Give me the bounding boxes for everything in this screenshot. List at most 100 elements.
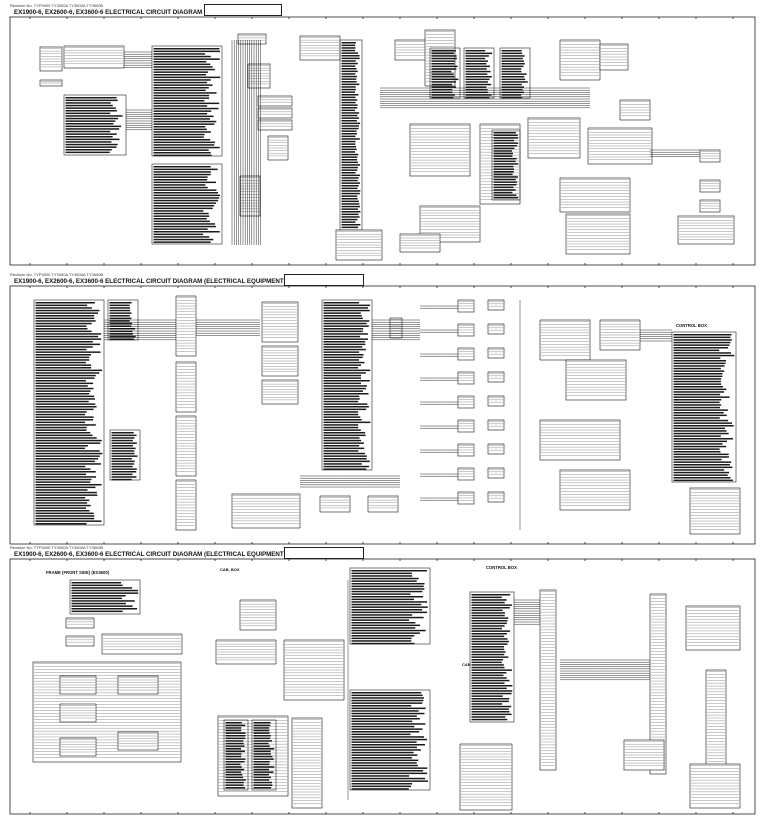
box1-relay-pin: [389, 317, 403, 339]
box2-controller-left: [539, 589, 557, 771]
cab-relay-row-1: [257, 95, 293, 107]
harness-wire: [351, 603, 422, 606]
harness-wire: [351, 754, 418, 756]
harness-wire: [35, 458, 99, 460]
harness-wire: [471, 664, 504, 666]
harness-wire: [493, 197, 519, 199]
harness-wire: [35, 478, 92, 481]
harness-wire: [323, 442, 364, 444]
harness-wire: [341, 88, 356, 91]
harness-wire: [501, 73, 527, 75]
harness-wire: [341, 104, 358, 106]
harness-wire: [351, 590, 423, 593]
harness-wire: [323, 372, 366, 374]
harness-wire: [253, 761, 270, 763]
harness-wire: [109, 333, 133, 335]
sheet-1-revision: Revision No. TYP3000 TY3000A TY3500A TY3…: [10, 3, 104, 8]
harness-wire: [35, 361, 86, 364]
harness-wire: [341, 159, 358, 161]
harness-wire: [673, 477, 731, 479]
cab-wires-a: [124, 51, 152, 68]
box1-ecu-e: [599, 319, 641, 351]
harness-wire: [351, 741, 417, 743]
harness-wire: [341, 161, 358, 164]
harness-wire: [323, 380, 370, 382]
harness-wire: [673, 427, 725, 430]
box1-connector-x: [319, 495, 351, 513]
harness-wire: [35, 476, 97, 478]
sheet-1-note-box: [204, 4, 282, 16]
harness-wire: [111, 432, 134, 434]
harness-wire: [153, 123, 215, 125]
harness-wire: [341, 203, 360, 205]
harness-wire: [35, 369, 103, 372]
harness-wire: [471, 695, 503, 697]
harness-wire: [351, 622, 416, 624]
harness-wire: [493, 155, 513, 157]
harness-wire: [35, 445, 88, 447]
harness-wire: [35, 491, 97, 494]
harness-wire: [35, 395, 95, 398]
harness-wire: [471, 669, 513, 671]
harness-wire: [341, 107, 358, 109]
cab-relay-bank: [559, 177, 631, 213]
box2-frame-conn-a-body: [65, 617, 95, 629]
harness-wire: [323, 455, 367, 457]
harness-wire: [35, 437, 97, 439]
harness-wire: [111, 463, 135, 465]
box1-wires-d: [300, 475, 400, 488]
harness-wire: [109, 322, 133, 325]
harness-wire: [225, 761, 245, 763]
box2-sensor-panel: [32, 661, 182, 763]
harness-wire: [153, 146, 220, 149]
harness-wire: [65, 138, 120, 141]
harness-wire: [341, 94, 359, 96]
harness-wire: [323, 400, 359, 403]
harness-wire: [673, 360, 727, 362]
harness-wire: [501, 50, 522, 52]
harness-wire: [471, 625, 505, 627]
box2-fuse-col-1: [223, 719, 249, 791]
harness-wire: [65, 128, 120, 130]
harness-wire: [71, 592, 139, 594]
harness-wire: [323, 317, 363, 320]
harness-wire: [35, 424, 96, 426]
harness-wire: [673, 445, 727, 448]
harness-wire: [673, 391, 724, 393]
harness-wire: [253, 745, 270, 747]
harness-wire: [35, 356, 90, 359]
harness-wire: [323, 395, 360, 398]
harness-wire: [673, 453, 729, 456]
box1-relay-wire-0: [420, 305, 458, 309]
cab-harness-main-lower-outline: [151, 163, 223, 245]
harness-wire: [465, 70, 491, 73]
harness-wire: [501, 60, 525, 62]
harness-wire: [35, 432, 91, 434]
harness-wire: [323, 413, 359, 416]
harness-wire: [351, 627, 416, 629]
harness-wire: [673, 349, 720, 352]
harness-wire: [351, 788, 409, 790]
box1-relay-a-1: [457, 323, 475, 337]
harness-wire: [71, 589, 139, 592]
harness-wire: [35, 468, 91, 470]
box1-connector-y-body: [367, 495, 399, 513]
harness-wire: [673, 412, 724, 414]
harness-wire: [341, 138, 360, 140]
harness-wire: [493, 186, 514, 189]
harness-wire: [465, 57, 486, 60]
harness-wire: [71, 605, 133, 607]
box2-frame-harness-outline: [69, 579, 141, 615]
harness-wire: [351, 585, 424, 588]
harness-wire: [351, 710, 419, 712]
harness-wire: [351, 624, 421, 627]
harness-wire: [253, 779, 270, 781]
harness-wire: [351, 712, 425, 715]
harness-wire: [323, 338, 368, 340]
harness-wire: [35, 429, 87, 431]
box2-cab-box-label: CAB, BOX: [220, 567, 240, 572]
harness-wire: [341, 187, 358, 190]
harness-wire: [341, 130, 357, 132]
harness-wire: [225, 722, 242, 724]
harness-wire: [225, 724, 246, 727]
